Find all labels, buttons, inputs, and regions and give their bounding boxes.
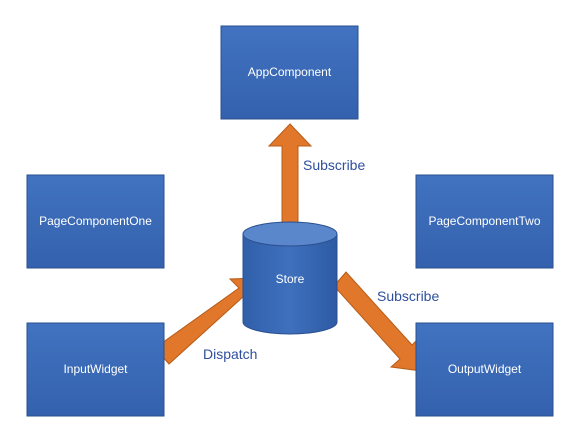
input-widget-label: InputWidget xyxy=(63,362,128,376)
input-widget-node: InputWidget xyxy=(26,322,165,417)
dispatch-label: Dispatch xyxy=(203,346,257,362)
store-label: Store xyxy=(276,272,305,286)
output-widget-label: OutputWidget xyxy=(448,362,522,376)
subscribe-arrow-up xyxy=(267,123,313,229)
page-component-one-label: PageComponentOne xyxy=(39,214,152,228)
page-component-one-node: PageComponentOne xyxy=(26,174,165,269)
subscribe-app-label: Subscribe xyxy=(303,157,365,173)
page-component-two-label: PageComponentTwo xyxy=(428,214,540,228)
app-component-label: AppComponent xyxy=(248,65,332,79)
store-node: Store xyxy=(242,221,338,335)
page-component-two-node: PageComponentTwo xyxy=(415,174,554,269)
subscribe-arrow-down xyxy=(333,271,423,372)
app-component-node: AppComponent xyxy=(220,25,359,120)
subscribe-output-label: Subscribe xyxy=(377,288,439,304)
output-widget-node: OutputWidget xyxy=(415,322,554,417)
